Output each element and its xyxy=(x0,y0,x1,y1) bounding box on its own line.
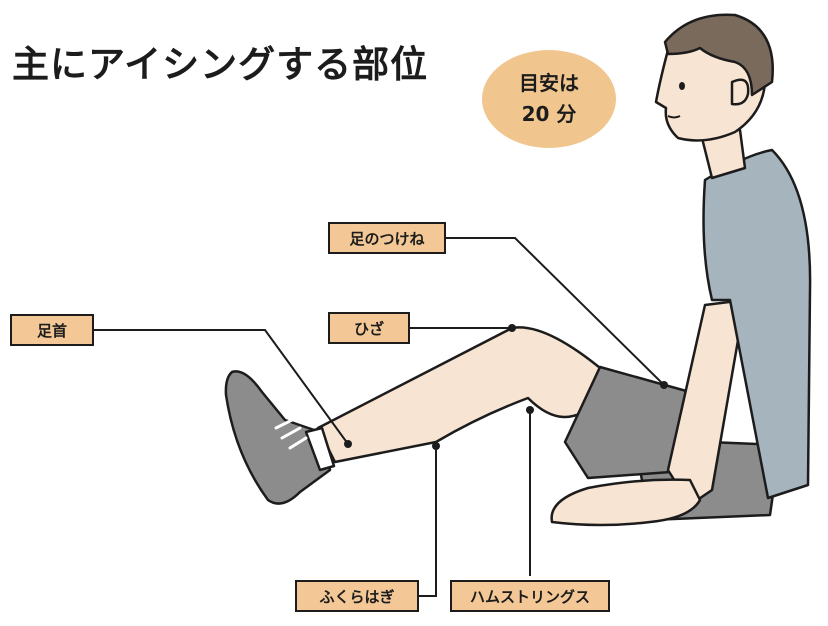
label-hamstrings: ハムストリングス xyxy=(450,580,610,612)
shoe xyxy=(224,370,332,505)
point-knee xyxy=(508,324,516,332)
page-title: 主にアイシングする部位 xyxy=(12,43,429,86)
shorts-front xyxy=(563,365,700,480)
label-calf: ふくらはぎ xyxy=(295,580,419,612)
hair xyxy=(663,13,774,97)
point-calf xyxy=(432,442,440,450)
point-hamstrings xyxy=(526,406,534,414)
leader-line-groin xyxy=(444,237,665,386)
duration-badge-line2: 20 分 xyxy=(521,102,577,126)
hand xyxy=(550,478,702,527)
point-ankle xyxy=(344,440,352,448)
leg-skin xyxy=(316,326,607,464)
leader-line-calf xyxy=(418,446,437,597)
label-groin: 足のつけね xyxy=(328,222,446,254)
shirt xyxy=(702,148,812,500)
label-knee: ひざ xyxy=(328,312,410,344)
duration-badge: 目安は 20 分 xyxy=(482,50,616,148)
label-ankle: 足首 xyxy=(10,314,94,346)
point-groin xyxy=(660,381,668,389)
sock xyxy=(304,426,336,472)
duration-badge-line1: 目安は xyxy=(519,71,579,95)
ear xyxy=(730,78,750,106)
leader-line-ankle xyxy=(92,329,349,445)
